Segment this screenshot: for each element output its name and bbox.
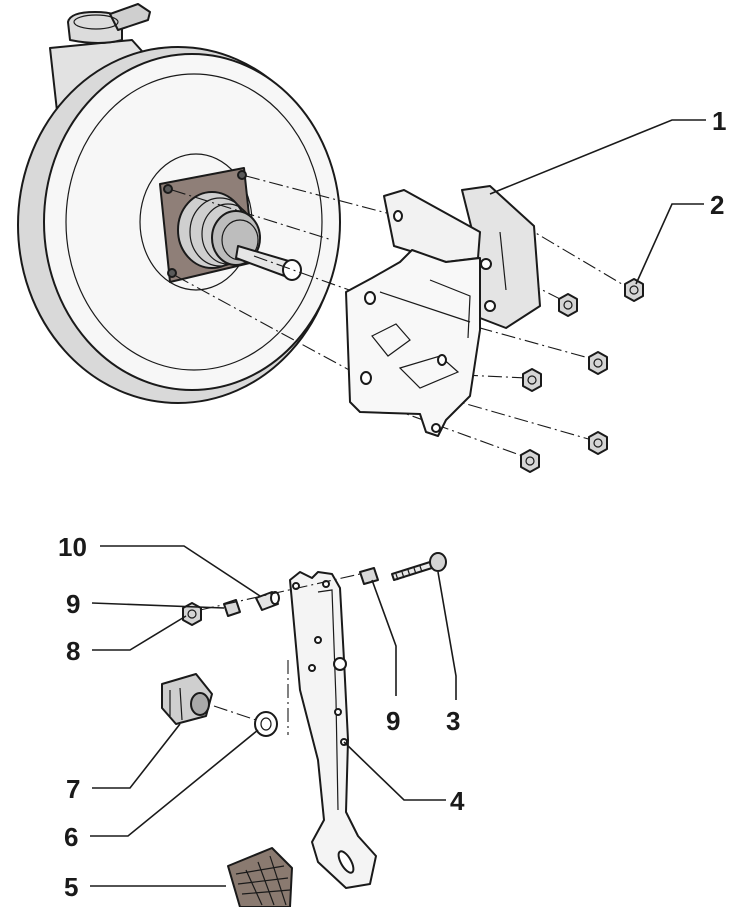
callout-1: 1 <box>712 106 726 136</box>
callout-4: 4 <box>450 786 465 816</box>
hex-nut <box>522 368 542 392</box>
pedal-switch <box>161 673 213 725</box>
callout-7: 7 <box>66 774 80 804</box>
pedal-pad <box>227 847 293 907</box>
callout-8: 8 <box>66 636 80 666</box>
washer <box>254 711 278 737</box>
hex-nut <box>520 449 540 473</box>
hex-nut <box>558 293 578 317</box>
sleeve <box>255 591 280 611</box>
hex-nut <box>624 278 644 302</box>
nuts-upper <box>520 278 644 473</box>
callout-9-left: 9 <box>66 589 80 619</box>
pedal-lever <box>289 571 377 889</box>
callout-labels: 1 2 3 4 5 6 7 8 9 9 10 <box>58 106 726 902</box>
leader-lines <box>90 119 706 887</box>
lock-nut <box>182 602 202 626</box>
callout-6: 6 <box>64 822 78 852</box>
pivot-bolt <box>391 552 447 581</box>
callout-2: 2 <box>710 190 724 220</box>
callout-3: 3 <box>446 706 460 736</box>
callout-5: 5 <box>64 872 78 902</box>
brake-booster <box>17 3 341 404</box>
callout-10: 10 <box>58 532 87 562</box>
pedal-bracket <box>345 185 541 437</box>
hex-nut <box>588 431 608 455</box>
bushing-right <box>359 567 379 585</box>
hex-nut <box>588 351 608 375</box>
callout-9-right: 9 <box>386 706 400 736</box>
